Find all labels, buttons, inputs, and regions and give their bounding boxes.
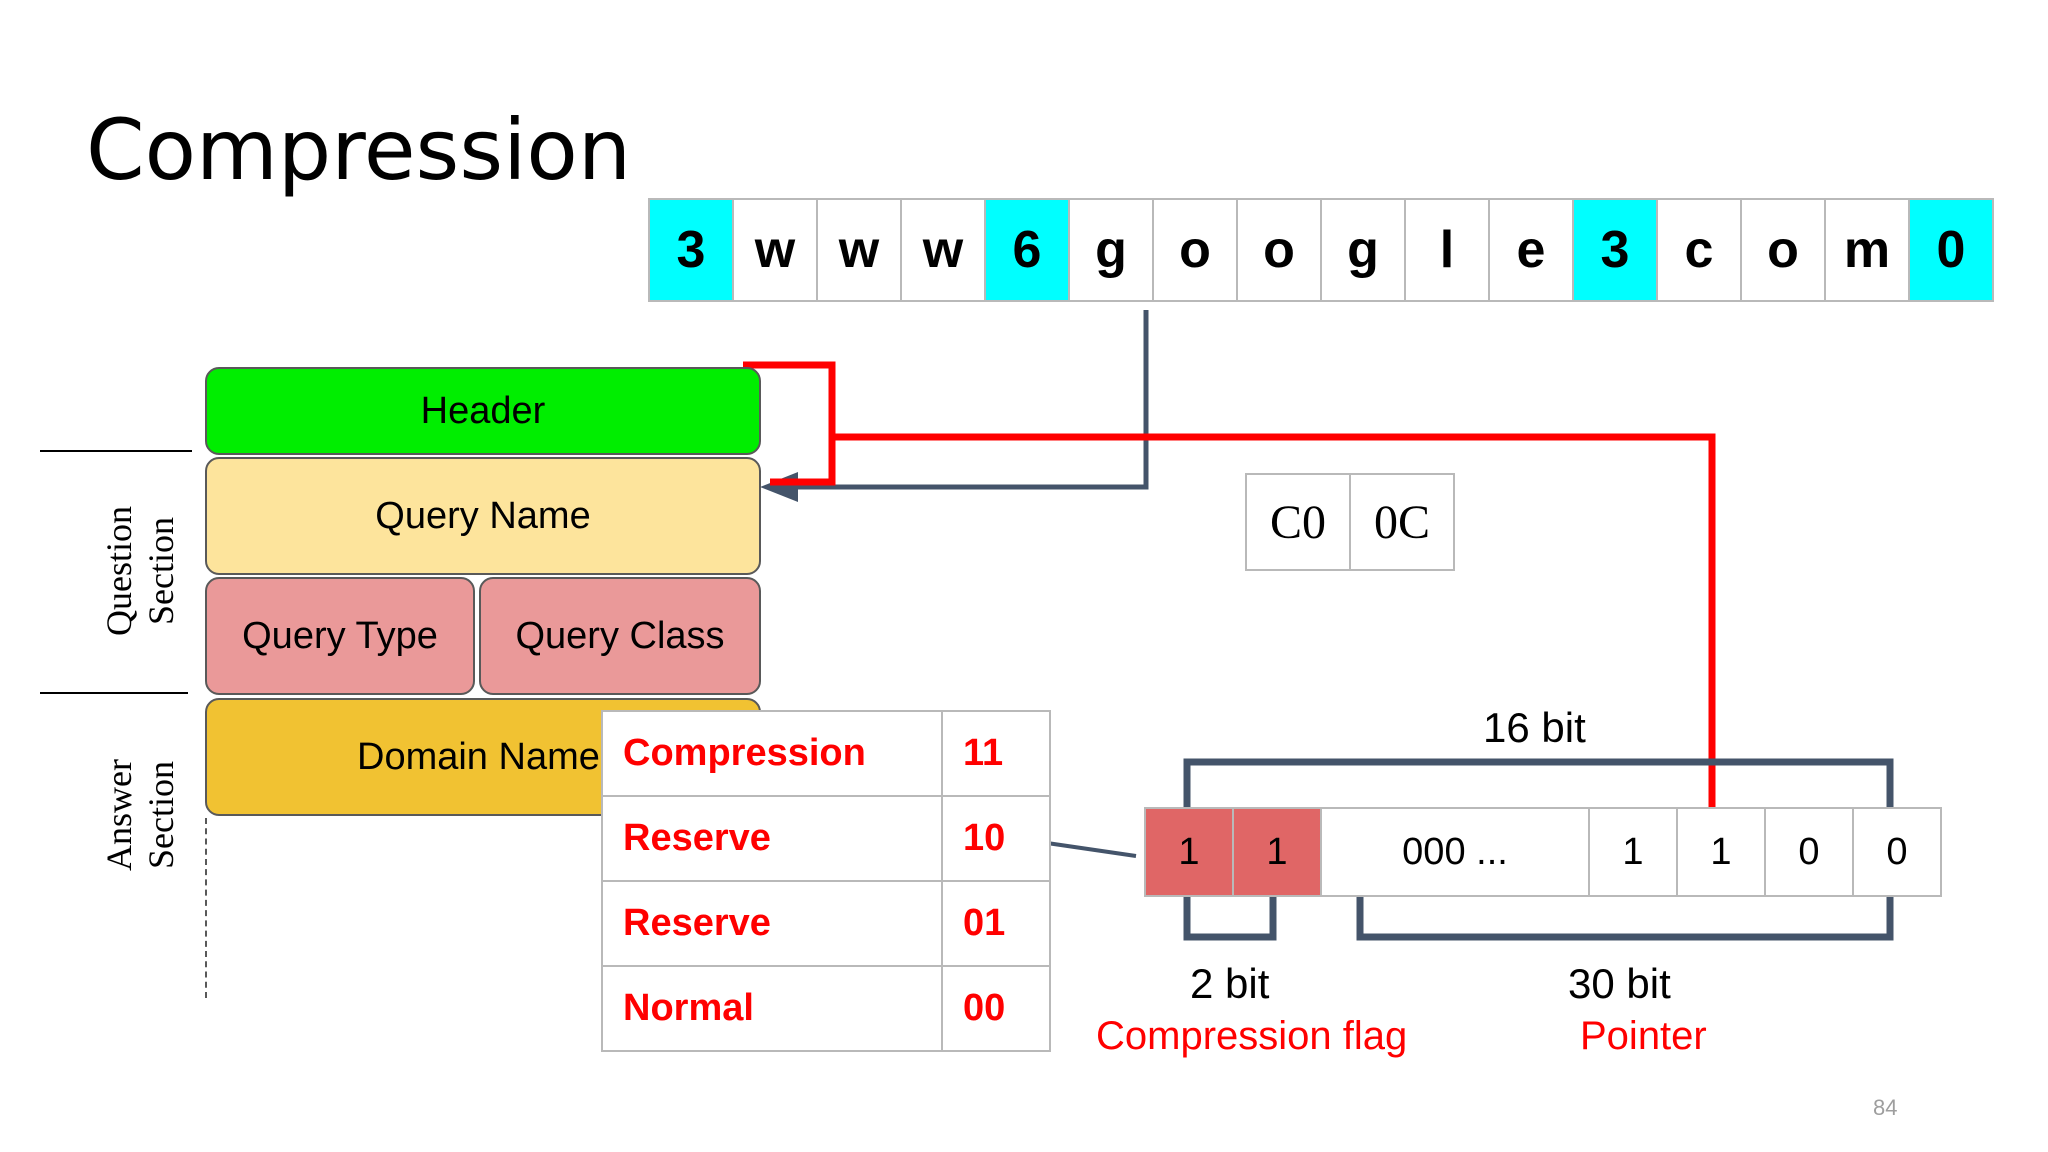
length-octet-cell: 3 [648,198,734,302]
label-30-bit: 30 bit [1568,960,1671,1007]
offset-arrow [780,310,1149,490]
flag-name-cell: Reserve [601,795,943,882]
question-section-bottom-line [40,692,188,694]
page-number: 84 [1873,1095,1898,1120]
pointer-arrow [832,433,1716,807]
flag-value-cell: 10 [941,795,1051,882]
label-char-cell: m [1824,198,1910,302]
bracket-16-bit [1183,758,1894,807]
slide-title: Compression [86,101,632,199]
flag-value-cell: 11 [941,710,1051,797]
label-char-cell: g [1068,198,1154,302]
length-octet-cell: 0 [1908,198,1994,302]
header-box: Header [205,367,761,455]
length-octet-cell: 3 [1572,198,1658,302]
header-bracket [743,361,836,486]
flag-name-cell: Compression [601,710,943,797]
question-section-label-line1: Question [99,506,139,636]
query-name-box: Query Name [205,457,761,575]
label-char-cell: e [1488,198,1574,302]
flag-value-cell: 00 [941,965,1051,1052]
length-octet-cell: 6 [984,198,1070,302]
answer-section-dashed-line [205,818,207,998]
label-char-cell: c [1656,198,1742,302]
pointer-bit-cell: 000 ... [1320,807,1590,897]
label-16-bit: 16 bit [1483,704,1586,751]
pointer-bit-cell: 1 [1676,807,1766,897]
label-char-cell: w [816,198,902,302]
label-char-cell: g [1320,198,1406,302]
flag-name-cell: Normal [601,965,943,1052]
label-2-bit: 2 bit [1190,960,1270,1007]
pointer-byte-cell: C0 [1245,473,1351,571]
pointer-byte-cell: 0C [1349,473,1455,571]
answer-section-label: Answer Section [98,715,182,915]
bracket-2-bit [1183,895,1277,941]
offset-arrowhead [760,472,798,502]
question-section-label: Question Section [98,471,182,671]
pointer-bit-cell: 0 [1852,807,1942,897]
table-connector [1046,841,1137,858]
label-char-cell: o [1236,198,1322,302]
pointer-bit-cell: 1 [1588,807,1678,897]
label-compression-flag: Compression flag [1096,1014,1408,1058]
flag-bit-cell: 1 [1144,807,1234,897]
flag-bit-cell: 1 [1232,807,1322,897]
label-char-cell: w [900,198,986,302]
question-section-label-line2: Section [141,517,181,625]
answer-section-label-line2: Section [141,761,181,869]
pointer-bit-cell: 0 [1764,807,1854,897]
query-class-box: Query Class [479,577,761,695]
label-pointer: Pointer [1580,1014,1707,1058]
bracket-30-bit [1356,895,1894,941]
question-section-top-line [40,450,192,452]
flag-name-cell: Reserve [601,880,943,967]
answer-section-label-line1: Answer [99,759,139,871]
flag-value-cell: 01 [941,880,1051,967]
query-type-box: Query Type [205,577,475,695]
